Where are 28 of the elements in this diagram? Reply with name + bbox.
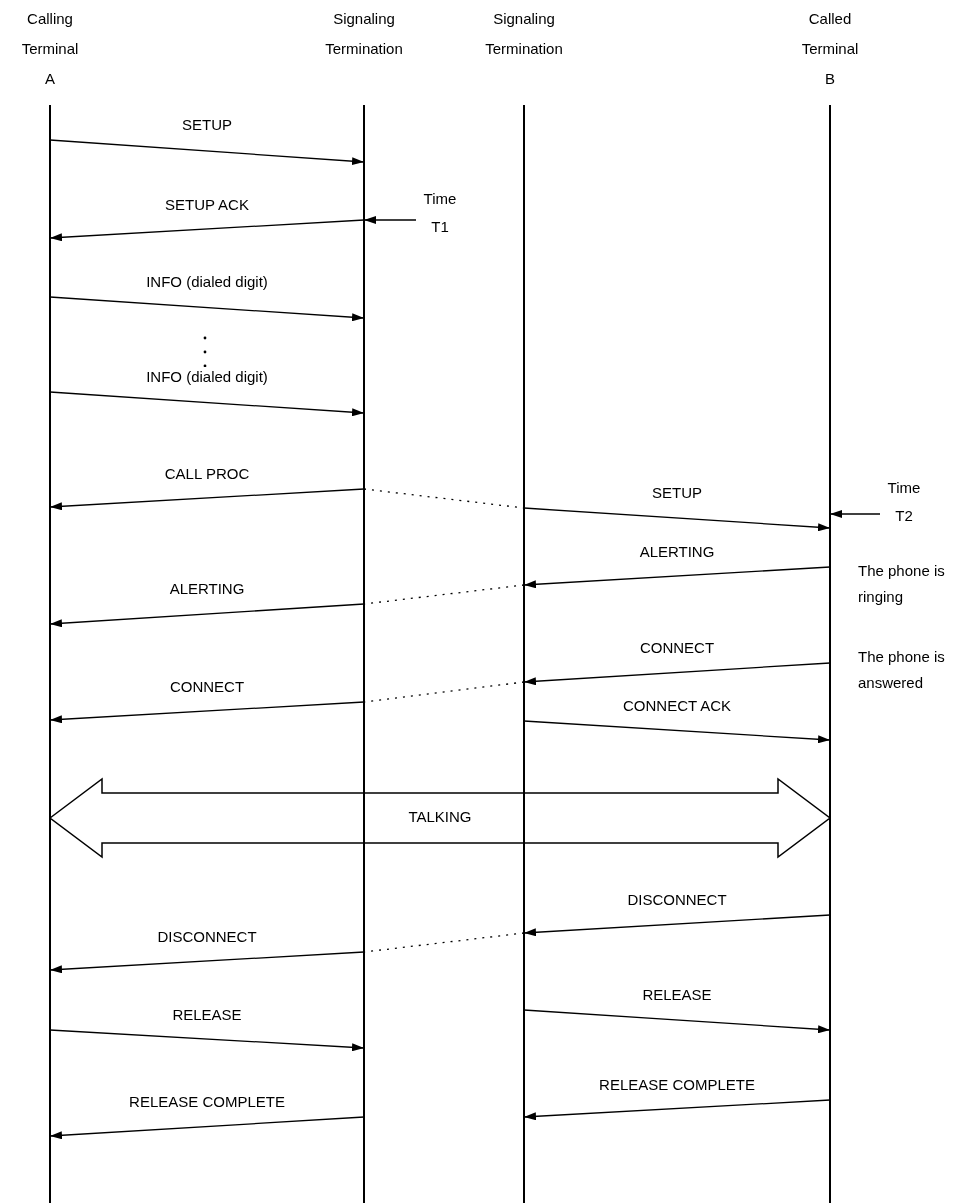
- time-note: Time T1: [418, 185, 462, 241]
- message-arrow: [363, 216, 417, 224]
- message-arrow: [49, 488, 365, 511]
- dotted-line: [363, 681, 525, 703]
- dotted-line: [363, 932, 525, 953]
- message-arrow: [49, 701, 365, 724]
- dotted-line: [363, 488, 525, 509]
- message-arrow: [49, 219, 365, 242]
- message-arrow: [49, 951, 365, 974]
- block-arrow: [48, 777, 832, 859]
- message-arrow: [523, 720, 831, 744]
- message-arrow: [49, 1116, 365, 1140]
- message-arrow: [523, 566, 831, 589]
- dotted-line: [363, 584, 525, 605]
- message-arrow: [49, 603, 365, 628]
- message-arrow: [523, 1099, 831, 1121]
- message-arrow: [49, 1029, 365, 1052]
- message-arrow: [523, 662, 831, 686]
- message-arrow: [49, 296, 365, 322]
- message-arrow: [49, 139, 365, 166]
- message-arrow: [829, 510, 881, 518]
- message-arrow: [523, 1009, 831, 1034]
- note-text: The phone is ringing: [858, 561, 946, 607]
- time-note: Time T2: [882, 474, 926, 530]
- message-arrow: [523, 507, 831, 532]
- message-arrow: [49, 391, 365, 417]
- message-arrow: [523, 914, 831, 937]
- note-text: The phone is answered: [858, 647, 946, 693]
